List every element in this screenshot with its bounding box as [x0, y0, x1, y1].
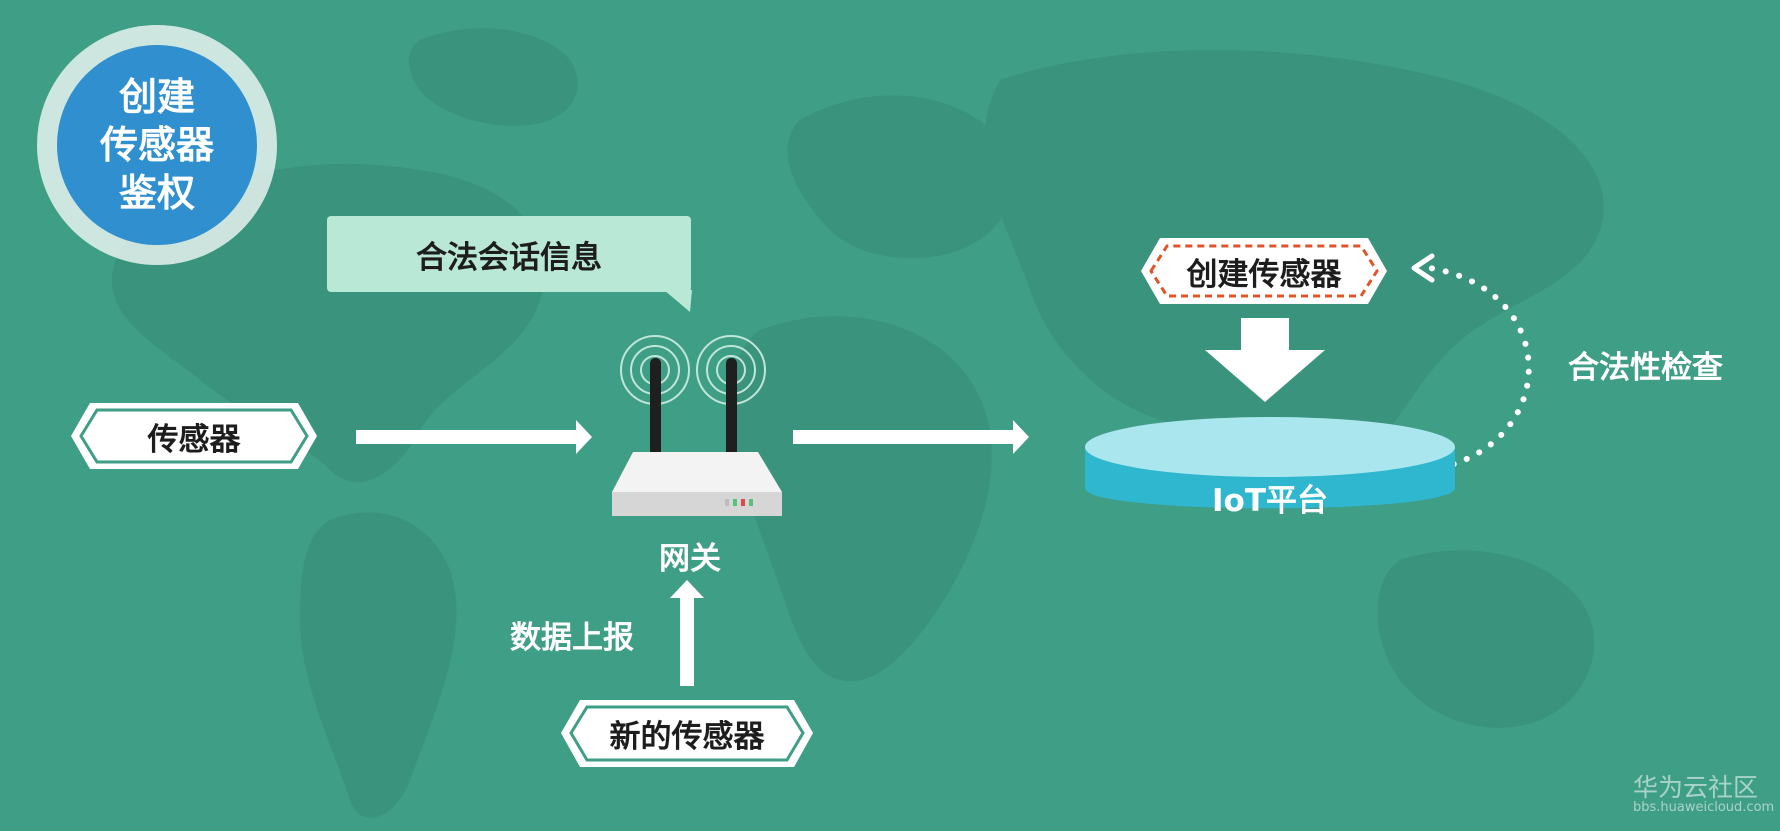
title-badge: 创建传感器鉴权	[37, 25, 277, 265]
arrow-sensor-to-gateway	[356, 420, 592, 454]
create-sensor-label: 创建传感器	[1186, 256, 1342, 293]
arrow-create-sensor-down	[1205, 318, 1325, 402]
sensor-label: 传感器	[147, 421, 241, 458]
watermark-url: bbs.huaweicloud.com	[1633, 800, 1775, 815]
legality-check-label: 合法性检查	[1568, 350, 1723, 386]
watermark-brand: 华为云社区	[1633, 773, 1759, 802]
title-badge-inner: 创建传感器鉴权	[57, 45, 257, 245]
arrow-gateway-to-platform	[793, 420, 1029, 454]
sensor-node: 传感器	[68, 400, 320, 472]
valid-session-info-bubble: 合法会话信息	[327, 216, 691, 292]
iot-platform-disc	[1085, 417, 1455, 509]
diagram-title: 创建传感器鉴权	[99, 75, 214, 215]
gateway-router-icon	[612, 335, 782, 516]
create-sensor-node: 创建传感器	[1138, 235, 1390, 307]
bubble-tail	[664, 290, 692, 312]
arrow-new-sensor-to-gateway	[670, 580, 704, 686]
data-report-label: 数据上报	[510, 620, 634, 656]
iot-platform-label: IoT平台	[1212, 483, 1328, 519]
new-sensor-label: 新的传感器	[609, 719, 765, 755]
new-sensor-node: 新的传感器	[558, 697, 816, 770]
dotted-arrow-legality-check	[1411, 253, 1532, 471]
gateway-label: 网关	[659, 541, 721, 577]
valid-session-info-label: 合法会话信息	[416, 239, 602, 276]
